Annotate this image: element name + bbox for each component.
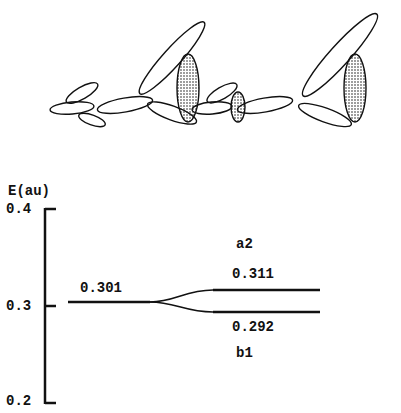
symmetry-label: a2 bbox=[236, 236, 253, 252]
tick-label: 0.2 bbox=[6, 393, 31, 409]
symmetry-label: b1 bbox=[236, 345, 253, 361]
energy-value: 0.311 bbox=[232, 266, 274, 282]
tick-label: 0.3 bbox=[6, 298, 31, 314]
tick-label: 0.4 bbox=[6, 201, 31, 217]
energy-value: 0.292 bbox=[232, 319, 274, 335]
energy-value: 0.301 bbox=[80, 280, 122, 296]
axis-title: E(au) bbox=[8, 183, 50, 199]
